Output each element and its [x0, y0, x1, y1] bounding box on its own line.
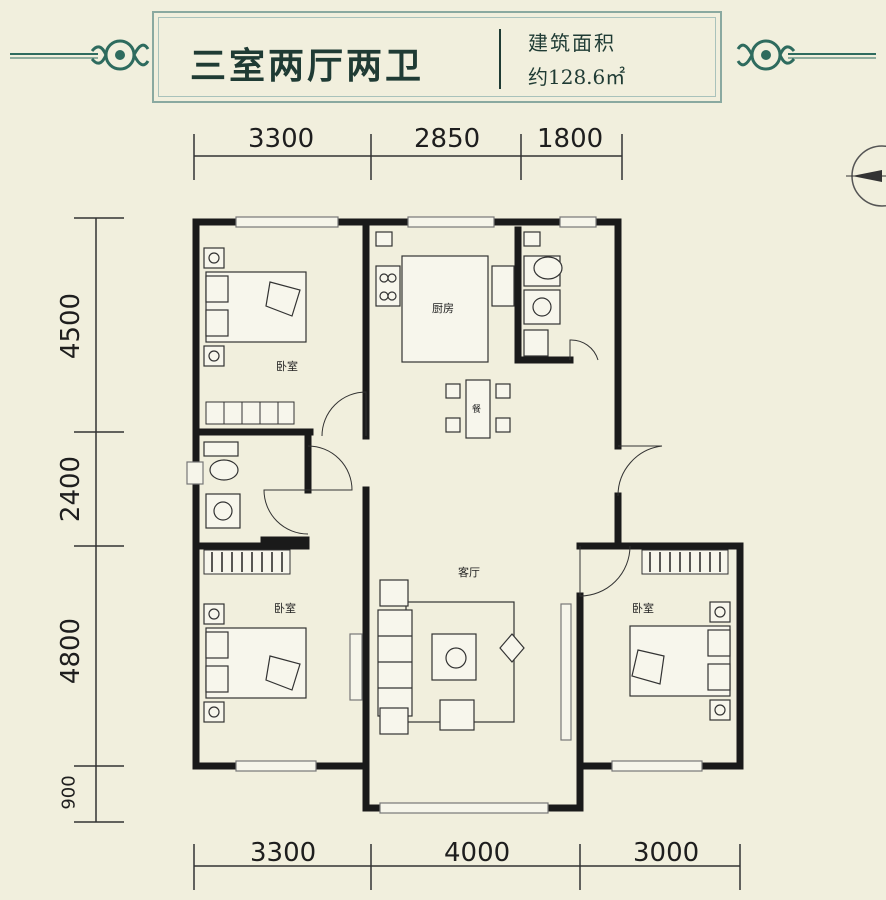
ornament-right-icon — [736, 39, 876, 71]
bath-left-fixtures — [203, 441, 241, 529]
label-bedroom-right: 卧室 — [632, 601, 654, 615]
compass-icon — [846, 145, 886, 207]
windows — [186, 216, 703, 814]
label-bedroom-top-left: 卧室 — [276, 359, 298, 373]
bath-top-fixtures — [523, 231, 563, 357]
label-bedroom-bottom-left: 卧室 — [274, 601, 296, 615]
dim-bottom-1: 3300 — [250, 838, 317, 868]
kitchen-fixtures — [375, 231, 515, 363]
living-furniture — [377, 579, 525, 735]
dim-top-1: 3300 — [248, 124, 315, 154]
title-box: 三室两厅两卫 建筑面积 约128.6㎡ — [152, 11, 722, 103]
label-kitchen: 厨房 — [432, 302, 454, 315]
label-dining: 餐 — [472, 403, 481, 415]
dim-bottom-3: 3000 — [633, 838, 700, 868]
wardrobes — [203, 401, 729, 575]
label-living-room: 客厅 — [458, 565, 480, 579]
dim-top-2: 2850 — [414, 124, 481, 154]
dining-set — [445, 379, 511, 439]
dim-bottom-2: 4000 — [444, 838, 511, 868]
walls — [192, 218, 744, 812]
dim-top-3: 1800 — [537, 124, 604, 154]
beds — [203, 247, 731, 723]
ornament-left-icon — [10, 39, 150, 71]
door-swings — [263, 339, 663, 597]
wardrobe-slats — [211, 552, 721, 572]
dimension-lines — [74, 134, 741, 890]
